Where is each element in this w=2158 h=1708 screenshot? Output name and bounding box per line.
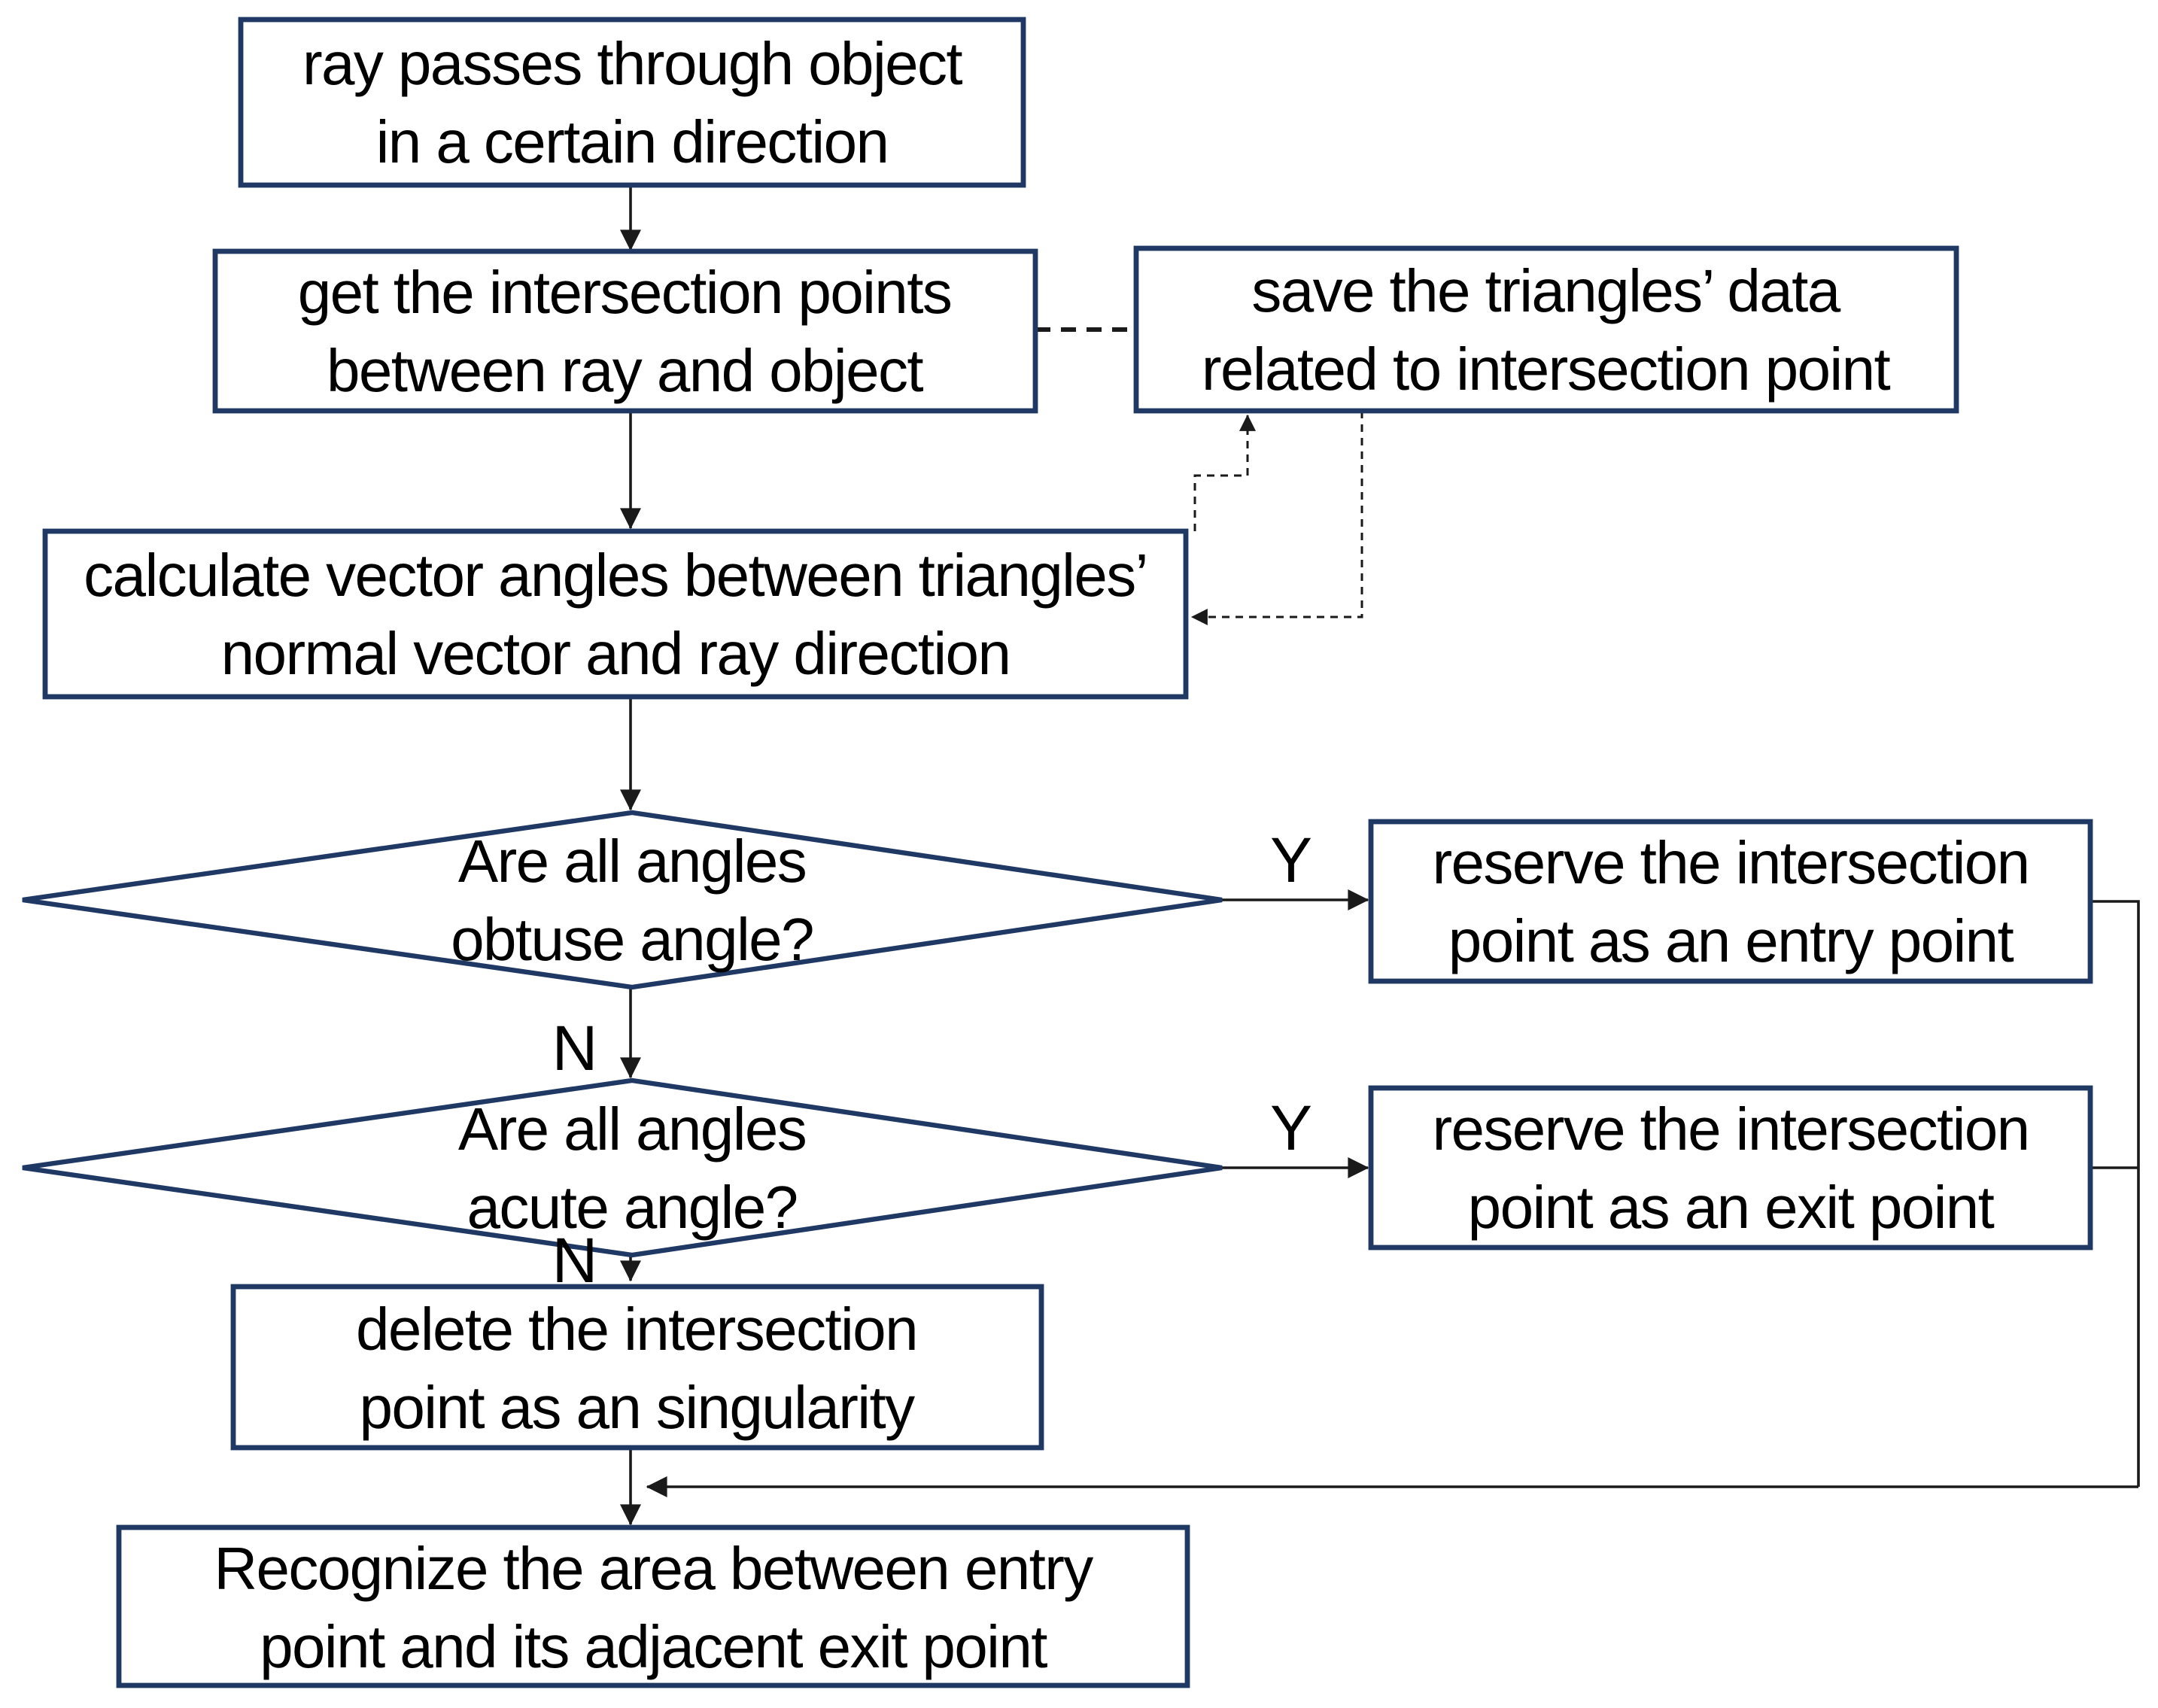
node-exit-line2: point as an exit point	[1468, 1174, 1995, 1241]
connectors	[620, 185, 2140, 1526]
edge-dashed-save-to-calc	[1190, 411, 1363, 625]
node-exit-box	[1368, 1085, 2093, 1251]
node-calc-line1: calculate vector angles between triangle…	[84, 542, 1147, 609]
node-delete-singularity: delete the intersection point as an sing…	[230, 1284, 1044, 1451]
node-get-intersections: get the intersection points between ray …	[212, 248, 1038, 414]
edge-labels: Y N Y N	[552, 825, 1312, 1296]
node-entry-point: reserve the intersection point as an ent…	[1368, 819, 2093, 984]
label-obtuse-yes: Y	[1270, 825, 1312, 895]
node-get-line2: between ray and object	[327, 337, 923, 404]
node-obtuse-line2: obtuse angle?	[451, 906, 813, 973]
node-save-triangles: save the triangles’ data related to inte…	[1133, 245, 1959, 414]
node-delete-line2: point as an singularity	[360, 1374, 916, 1441]
node-recognize-line2: point and its adjacent exit point	[260, 1613, 1047, 1680]
node-delete-box	[230, 1284, 1044, 1451]
node-get-line1: get the intersection points	[298, 259, 951, 326]
node-delete-line1: delete the intersection	[356, 1296, 917, 1363]
node-acute-decision: Are all angles acute angle?	[22, 1077, 1223, 1258]
node-ray-box	[238, 17, 1026, 188]
node-obtuse-decision: Are all angles obtuse angle?	[22, 810, 1223, 990]
node-recognize-area: Recognize the area between entry point a…	[116, 1524, 1190, 1688]
edge-dashed-calc-to-save	[1193, 414, 1256, 531]
node-save-box	[1133, 245, 1959, 414]
node-entry-line2: point as an entry point	[1448, 907, 2014, 974]
node-calc-line2: normal vector and ray direction	[221, 620, 1011, 687]
label-acute-no: N	[552, 1225, 598, 1296]
node-exit-line1: reserve the intersection	[1432, 1096, 2029, 1162]
node-obtuse-line1: Are all angles	[458, 828, 806, 895]
node-recognize-box	[116, 1524, 1190, 1688]
node-acute-diamond	[22, 1077, 1223, 1258]
node-exit-point: reserve the intersection point as an exi…	[1368, 1085, 2093, 1251]
node-ray-line1: ray passes through object	[302, 30, 962, 97]
node-acute-line2: acute angle?	[467, 1174, 798, 1241]
node-acute-line1: Are all angles	[458, 1096, 806, 1162]
node-recognize-line1: Recognize the area between entry	[214, 1535, 1093, 1602]
label-acute-yes: Y	[1270, 1093, 1312, 1163]
node-save-line1: save the triangles’ data	[1251, 257, 1840, 324]
node-entry-line1: reserve the intersection	[1432, 829, 2029, 896]
node-calc-angles: calculate vector angles between triangle…	[42, 528, 1189, 700]
node-ray-line2: in a certain direction	[376, 108, 889, 175]
node-calc-box	[42, 528, 1189, 700]
node-get-box	[212, 248, 1038, 414]
label-obtuse-no: N	[552, 1013, 598, 1083]
node-ray: ray passes through object in a certain d…	[238, 17, 1026, 188]
node-obtuse-diamond	[22, 810, 1223, 990]
edge-entry-down-right	[2090, 900, 2140, 1487]
node-entry-box	[1368, 819, 2093, 984]
node-save-line2: related to intersection point	[1202, 336, 1891, 403]
